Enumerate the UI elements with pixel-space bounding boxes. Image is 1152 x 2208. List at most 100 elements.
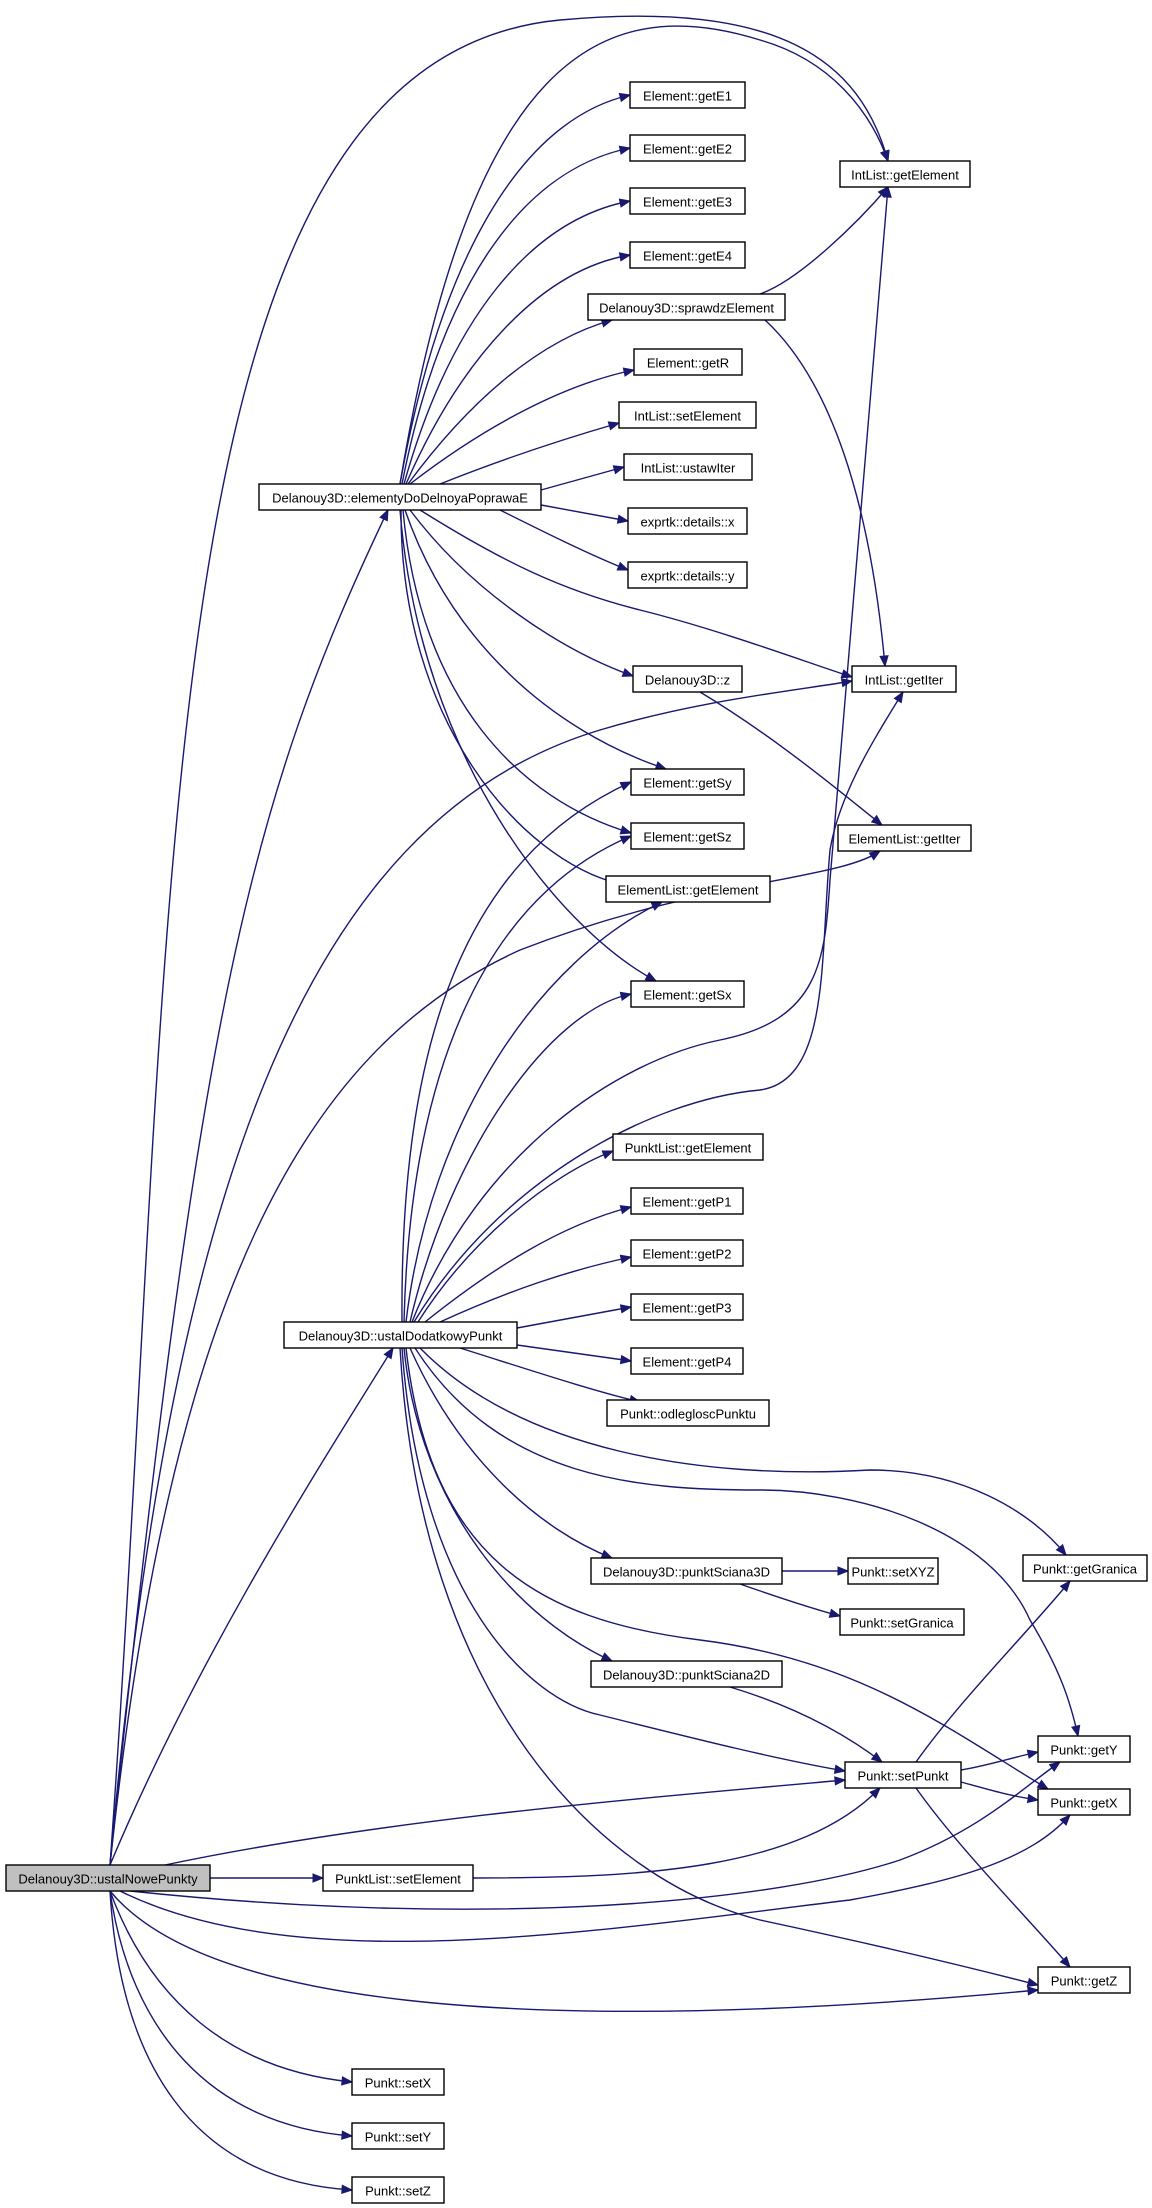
node-label: Delanouy3D::ustalDodatkowyPunkt (299, 1329, 503, 1344)
arrow-head-icon (1026, 1749, 1040, 1759)
arrow-head-icon (869, 1787, 881, 1799)
node-punktlist-setelement[interactable]: PunktList::setElement (322, 1864, 474, 1892)
node-elementlist-getelement[interactable]: ElementList::getElement (605, 875, 771, 903)
arrow-head-icon (607, 421, 621, 431)
arrow-head-icon (1048, 1761, 1062, 1772)
node-element-getsz[interactable]: Element::getSz (630, 822, 745, 850)
node-label: Element::getE4 (643, 249, 732, 264)
node-punkt-getz[interactable]: Punkt::getZ (1037, 1966, 1131, 1994)
edge-line (109, 1890, 353, 2191)
edge-line (759, 186, 889, 295)
arrow-head-icon (828, 1608, 842, 1618)
call-edge-ustalnowepunkty-to-punkt-gety (129, 1761, 1062, 1910)
arrow-head-icon (616, 514, 630, 524)
edge-line (401, 781, 632, 1323)
node-label: Punkt::setXYZ (851, 1565, 934, 1580)
node-punkt-setpunkt[interactable]: Punkt::setPunkt (844, 1761, 962, 1789)
call-edge-ustaldodatkowypunkt-to-element-getsy (401, 781, 633, 1323)
arrow-head-icon (601, 1150, 615, 1160)
node-elementlist-getiter[interactable]: ElementList::getIter (837, 824, 972, 852)
node-element-getr[interactable]: Element::getR (633, 348, 743, 376)
node-label: Delanouy3D::ustalNowePunkty (18, 1872, 198, 1887)
arrow-head-icon (1071, 1724, 1081, 1738)
node-element-getsx[interactable]: Element::getSx (630, 980, 745, 1008)
arrow-head-icon (619, 781, 633, 791)
edge-line (540, 504, 629, 522)
node-label: Delanouy3D::z (645, 673, 730, 688)
node-punkt-odlegloscpunktu[interactable]: Punkt::odlegloscPunktu (606, 1399, 770, 1427)
node-label: Element::getP2 (643, 1247, 732, 1262)
node-intlist-getelement[interactable]: IntList::getElement (839, 160, 971, 188)
node-punkt-gety[interactable]: Punkt::getY (1037, 1735, 1131, 1763)
arrow-head-icon (341, 2184, 354, 2194)
node-delanouy3d-punktsciana2d[interactable]: Delanouy3D::punktSciana2D (590, 1660, 783, 1688)
node-punkt-setx[interactable]: Punkt::setX (351, 2068, 445, 2096)
edge-line (109, 850, 881, 1866)
node-punktlist-getelement[interactable]: PunktList::getElement (612, 1133, 764, 1161)
node-delanouy3d-punktsciana3d[interactable]: Delanouy3D::punktSciana3D (590, 1557, 783, 1585)
call-edge-ustaldodatkowypunkt-to-punkt-setpunkt (401, 1347, 847, 1774)
node-punkt-getx[interactable]: Punkt::getX (1037, 1788, 1131, 1816)
node-delanouy3d-sprawdzelement[interactable]: Delanouy3D::sprawdzElement (587, 293, 786, 321)
edge-line (402, 509, 632, 834)
node-label: Punkt::getY (1050, 1743, 1118, 1758)
node-label: Punkt::setGranica (850, 1616, 954, 1631)
call-edge-ustaldodatkowypunkt-to-element-getp1 (424, 1205, 633, 1323)
node-element-gete3[interactable]: Element::getE3 (629, 187, 746, 215)
node-element-gete4[interactable]: Element::getE4 (629, 241, 746, 269)
node-element-getp4[interactable]: Element::getP4 (630, 1347, 744, 1375)
edge-line (409, 993, 632, 1323)
node-element-getsy[interactable]: Element::getSy (630, 768, 745, 796)
call-edge-ustalnowepunkty-to-ustaldodatkowypunkt (109, 1346, 394, 1866)
node-exprtk-details-x[interactable]: exprtk::details::x (627, 507, 748, 535)
node-delanouy3d-ustaldodatkowypunkt[interactable]: Delanouy3D::ustalDodatkowyPunkt (283, 1321, 518, 1349)
call-edge-elementydodelnoya-to-element-getsz (402, 509, 633, 835)
node-element-gete1[interactable]: Element::getE1 (629, 81, 746, 109)
call-edge-ustaldodatkowypunkt-to-punkt-gety (414, 1347, 1081, 1738)
node-punkt-setz[interactable]: Punkt::setZ (351, 2176, 445, 2204)
edge-line (409, 1347, 613, 1559)
arrow-head-icon (619, 1354, 633, 1365)
arrow-head-icon (1059, 1955, 1071, 1969)
node-label: PunktList::setElement (335, 1872, 461, 1887)
arrow-head-icon (618, 252, 632, 262)
node-intlist-ustawiter[interactable]: IntList::ustawIter (623, 453, 753, 481)
node-box (618, 401, 757, 429)
arrow-head-icon (616, 561, 630, 571)
node-label: Punkt::getGranica (1033, 1562, 1138, 1577)
node-element-gete2[interactable]: Element::getE2 (629, 134, 746, 162)
node-intlist-setelement[interactable]: IntList::setElement (618, 401, 757, 429)
node-element-getp3[interactable]: Element::getP3 (630, 1293, 744, 1321)
node-delanouy3d-z[interactable]: Delanouy3D::z (632, 665, 743, 693)
edge-line (414, 1347, 1079, 1737)
node-delanouy3d-ustalnowepunkty[interactable]: Delanouy3D::ustalNowePunkty (5, 1864, 211, 1892)
node-exprtk-details-y[interactable]: exprtk::details::y (627, 561, 748, 589)
node-delanouy3d-elementydodelnoyapoprawae[interactable]: Delanouy3D::elementyDoDelnoyaPoprawaE (258, 483, 542, 511)
edge-line (400, 509, 621, 885)
call-edge-elementydodelnoya-to-delanouy3d-z (409, 509, 635, 677)
call-edge-ustaldodatkowypunkt-to-intlist-getiter (413, 690, 904, 1323)
edge-line (439, 1256, 632, 1323)
call-edge-punkt-setpunkt-to-punkt-gety (960, 1749, 1040, 1771)
node-punkt-setxyz[interactable]: Punkt::setXYZ (847, 1557, 939, 1585)
node-punkt-getgranica[interactable]: Punkt::getGranica (1022, 1554, 1148, 1582)
node-element-getp2[interactable]: Element::getP2 (630, 1239, 744, 1267)
arrow-head-icon (619, 991, 633, 1001)
call-edge-ustalnowepunkty-to-punkt-sety (109, 1890, 354, 2140)
arrow-head-icon (341, 2076, 354, 2086)
node-element-getp1[interactable]: Element::getP1 (630, 1187, 744, 1215)
arrow-head-icon (618, 198, 632, 208)
node-intlist-getiter[interactable]: IntList::getIter (851, 665, 957, 693)
node-punkt-sety[interactable]: Punkt::setY (351, 2122, 445, 2150)
edge-line (516, 1344, 632, 1362)
node-box (839, 160, 971, 188)
node-label: IntList::getIter (865, 673, 944, 688)
edge-line (109, 1890, 353, 2083)
edge-line (109, 15, 889, 1866)
arrow-head-icon (619, 835, 633, 845)
edge-line (409, 369, 635, 485)
call-edge-ustalnowepunkty-to-punkt-setz (109, 1890, 354, 2194)
node-punkt-setgranica[interactable]: Punkt::setGranica (839, 1608, 965, 1636)
node-box (630, 1239, 744, 1267)
edge-line (472, 1787, 881, 1879)
